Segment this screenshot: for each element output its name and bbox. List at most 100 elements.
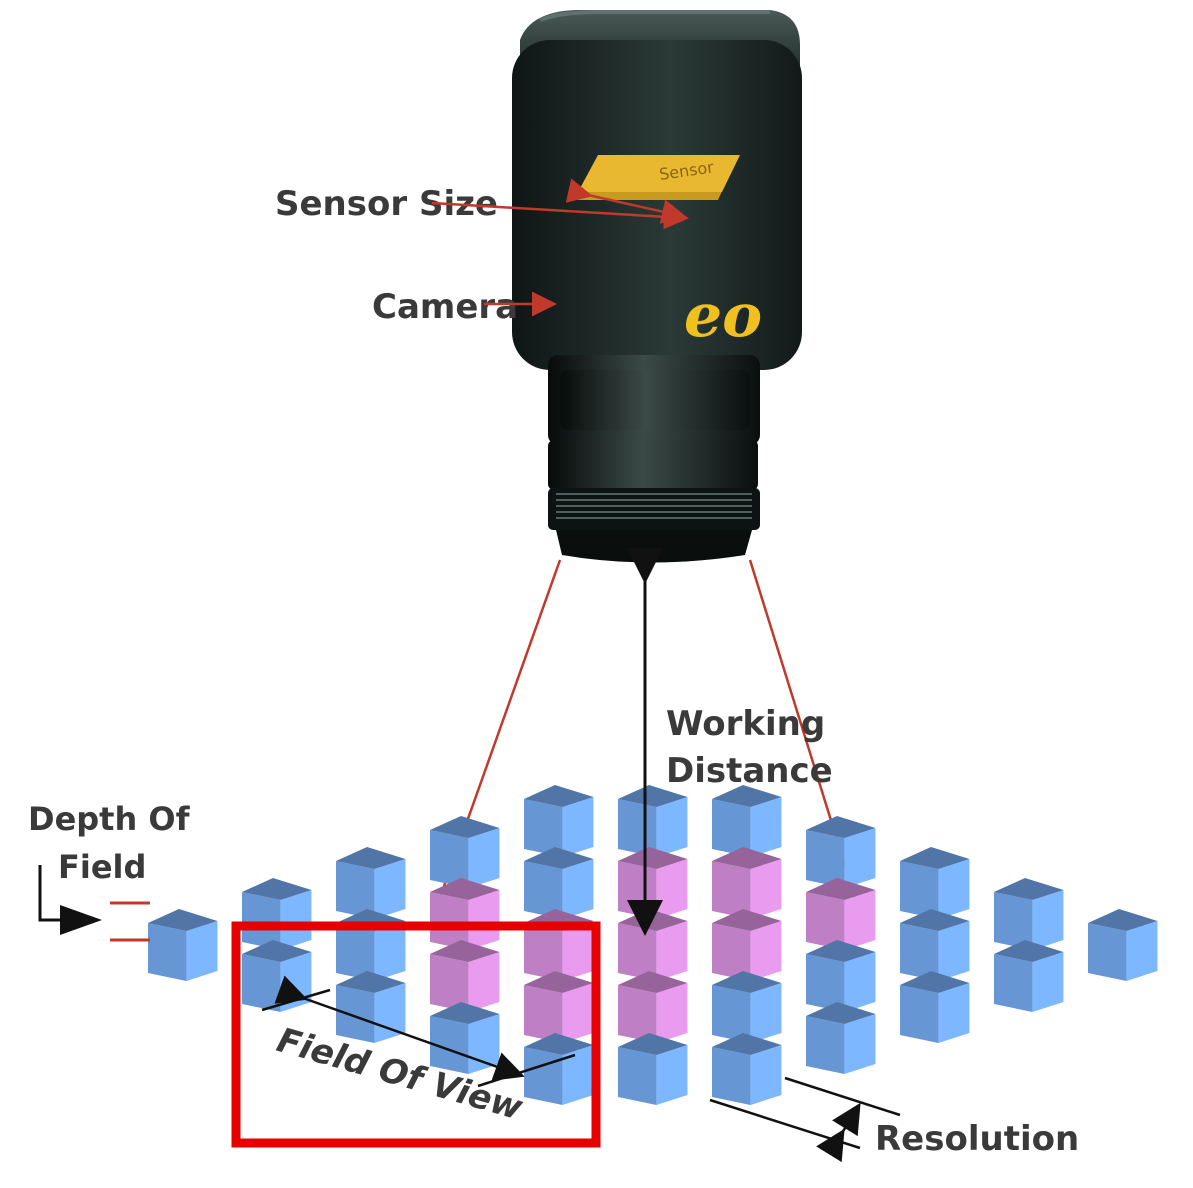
cube [806, 878, 876, 950]
cube-face [618, 971, 688, 993]
cube-face [524, 1047, 563, 1105]
cube-face [242, 878, 312, 900]
cube-face [994, 878, 1064, 900]
cube-face [336, 985, 375, 1043]
cube [336, 847, 406, 919]
cube-face [524, 971, 594, 993]
cube [618, 847, 688, 919]
sensor-size-pointer [431, 201, 689, 230]
cube-face [750, 1045, 782, 1105]
cube-face [994, 892, 1033, 950]
cube-face [618, 985, 657, 1043]
focus-ring [548, 488, 760, 530]
cube [1088, 909, 1158, 981]
cube-face [994, 954, 1033, 1012]
cube-face [900, 985, 939, 1043]
depth-of-field-label-line2: Field [58, 848, 146, 886]
cube-face [712, 847, 782, 869]
cube-face [712, 909, 782, 931]
cube-face [524, 923, 563, 981]
cube [242, 940, 312, 1012]
depth-of-field-arrow [38, 865, 150, 942]
lens [548, 355, 760, 563]
cube-face [806, 892, 845, 950]
cube-face [656, 797, 688, 857]
cube [618, 971, 688, 1043]
cube [712, 1033, 782, 1105]
cube-face [242, 892, 281, 950]
cube [618, 1033, 688, 1105]
cube-face [712, 861, 751, 919]
cube-face [750, 859, 782, 919]
cube-face [242, 940, 312, 962]
cube-face [148, 923, 187, 981]
cube-face [524, 861, 563, 919]
cube-face [712, 1047, 751, 1105]
cube-face [900, 909, 970, 931]
cube [806, 816, 876, 888]
cube-face [938, 921, 970, 981]
cube-face [900, 971, 970, 993]
cube-face [806, 816, 876, 838]
cube-face [712, 923, 751, 981]
cube-face [336, 847, 406, 869]
cube-face [374, 921, 406, 981]
cube [712, 909, 782, 981]
cube-face [618, 1033, 688, 1055]
resolution-dimension [709, 1076, 901, 1163]
camera-label: Camera [372, 287, 518, 327]
cube-face [336, 923, 375, 981]
cube [994, 940, 1064, 1012]
cube-face [430, 940, 500, 962]
cube-face [994, 940, 1064, 962]
cube-face [524, 847, 594, 869]
cube-face [280, 890, 312, 950]
cube-face [712, 971, 782, 993]
cube-face [430, 878, 500, 900]
cube-face [806, 940, 876, 962]
cube-face [844, 890, 876, 950]
cube-face [806, 1016, 845, 1074]
cube-face [900, 847, 970, 869]
cube-face [656, 1045, 688, 1105]
cube-face [806, 1002, 876, 1024]
object-cube-grid [148, 785, 1158, 1105]
cube-face [1032, 952, 1064, 1012]
cube [806, 940, 876, 1012]
cube-face [712, 985, 751, 1043]
cube-face [524, 799, 563, 857]
cube [242, 878, 312, 950]
cube [524, 971, 594, 1043]
cube-face [468, 890, 500, 950]
cube-face [900, 861, 939, 919]
cube-face [562, 1045, 594, 1105]
cube-face [806, 830, 845, 888]
cube [430, 878, 500, 950]
cube-face [336, 861, 375, 919]
cube-face [562, 921, 594, 981]
cube-face [524, 1033, 594, 1055]
cube-face [712, 785, 782, 807]
cube [900, 847, 970, 919]
cube-face [900, 923, 939, 981]
cube-face [806, 954, 845, 1012]
cube-face [562, 859, 594, 919]
cube [712, 847, 782, 919]
cube-face [750, 921, 782, 981]
cube-face [618, 923, 657, 981]
cube-face [1032, 890, 1064, 950]
cube [524, 847, 594, 919]
cube-face [186, 921, 218, 981]
cube-face [844, 952, 876, 1012]
cube-face [1088, 923, 1127, 981]
cube-face [148, 909, 218, 931]
cube [148, 909, 218, 981]
cube-face [750, 983, 782, 1043]
cube [524, 909, 594, 981]
cube-face [1088, 909, 1158, 931]
cube-face [562, 983, 594, 1043]
resolution-label: Resolution [875, 1119, 1079, 1159]
cube-face [712, 799, 751, 857]
brand-logo: eo [684, 281, 762, 351]
cube-face [656, 921, 688, 981]
